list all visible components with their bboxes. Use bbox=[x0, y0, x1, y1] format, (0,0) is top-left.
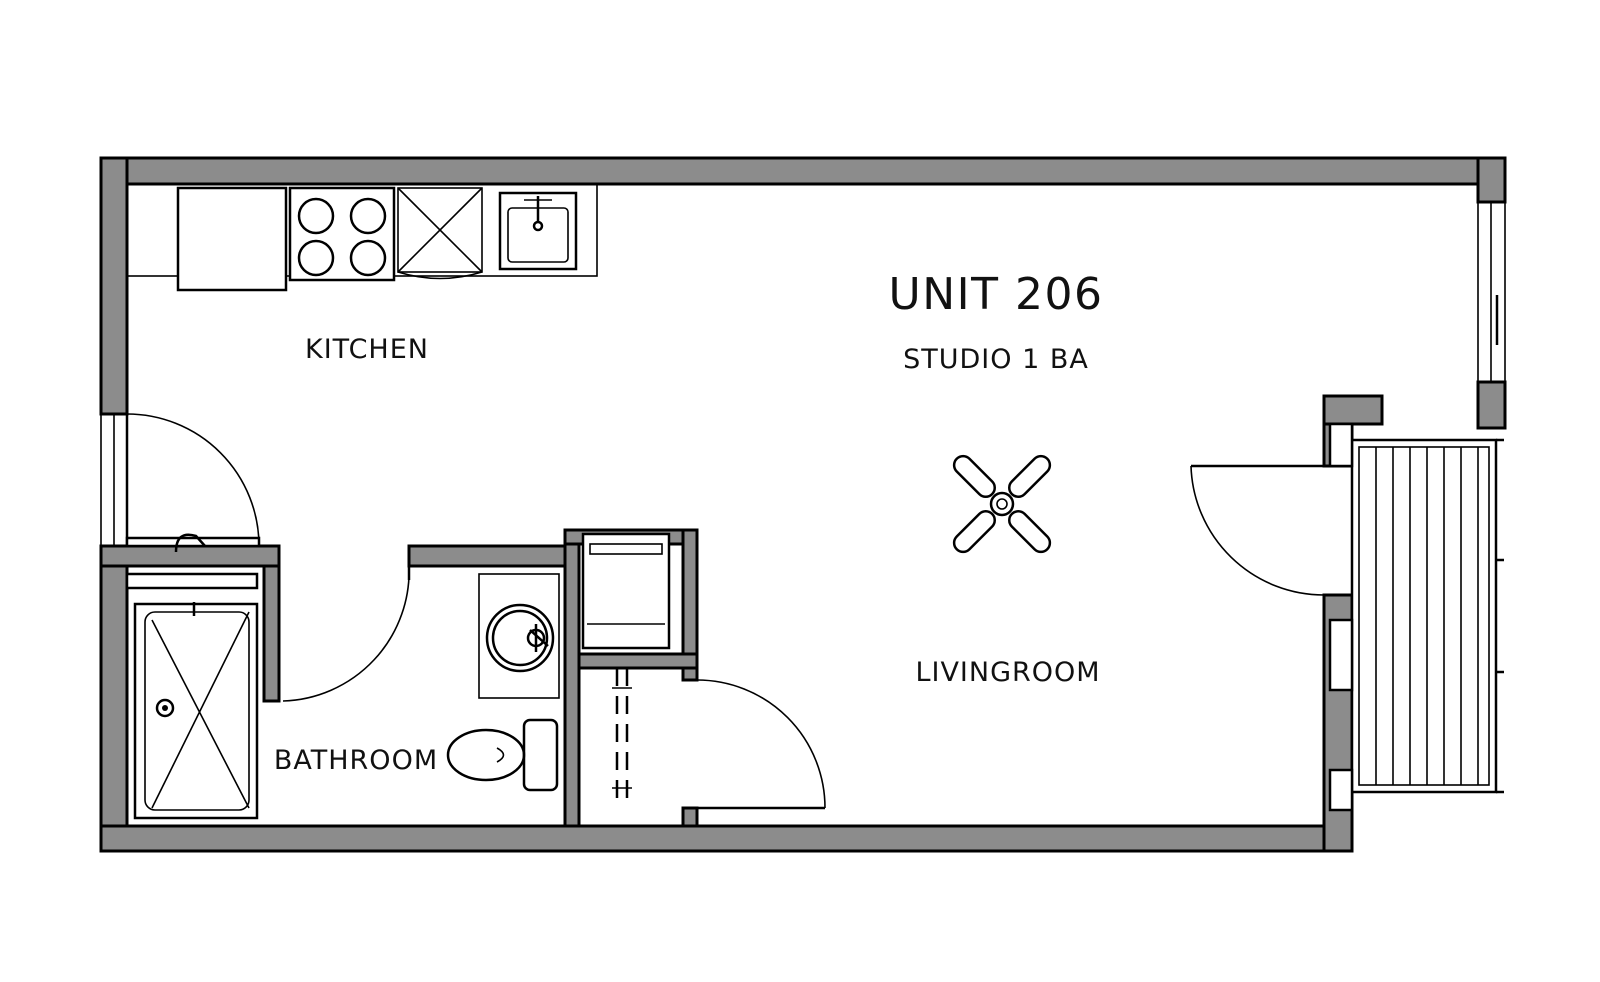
unit-subtitle: STUDIO 1 BA bbox=[903, 344, 1089, 375]
bathroom-sink bbox=[478, 573, 560, 699]
kitchen-counter bbox=[126, 183, 598, 292]
stove bbox=[288, 186, 396, 282]
room-label-kitchen: KITCHEN bbox=[305, 334, 429, 365]
doors bbox=[125, 413, 1325, 810]
ceiling-fan-icon bbox=[952, 454, 1052, 554]
closet-rod bbox=[612, 668, 632, 808]
dishwasher bbox=[397, 187, 483, 280]
room-label-bathroom: BATHROOM bbox=[274, 745, 438, 776]
refrigerator bbox=[176, 186, 288, 292]
washer-dryer bbox=[581, 532, 671, 650]
interior-walls bbox=[99, 528, 699, 828]
kitchen-sink bbox=[498, 191, 578, 271]
shower bbox=[133, 602, 259, 820]
balcony bbox=[1328, 422, 1504, 812]
toilet bbox=[446, 718, 559, 792]
unit-title: UNIT 206 bbox=[889, 269, 1104, 320]
room-label-livingroom: LIVINGROOM bbox=[915, 657, 1100, 688]
